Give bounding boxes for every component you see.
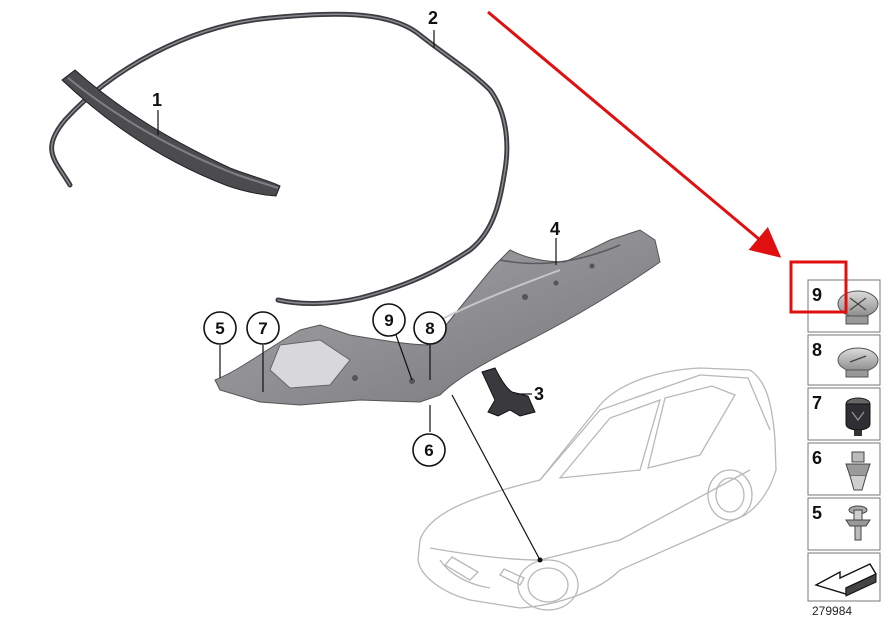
highlight-box (789, 260, 848, 314)
callout-3: 3 (534, 384, 544, 404)
attach-point (537, 557, 543, 563)
svg-text:6: 6 (812, 448, 822, 468)
side-cell-7: 7 (807, 387, 881, 441)
svg-text:7: 7 (258, 319, 267, 338)
svg-text:8: 8 (425, 319, 434, 338)
callout-4: 4 (550, 219, 560, 239)
svg-text:9: 9 (384, 311, 393, 330)
side-cell-location (807, 552, 881, 602)
side-cell-8: 8 (807, 334, 881, 386)
svg-text:7: 7 (812, 393, 822, 413)
highlight-arrow (487, 10, 782, 258)
svg-text:6: 6 (424, 441, 433, 460)
side-cell-9: 9 (807, 279, 881, 333)
callout-1: 1 (152, 90, 162, 110)
seal-part-1 (61, 69, 281, 197)
callout-5: 5 (203, 311, 237, 345)
bracket-part-3 (481, 367, 536, 417)
side-cell-5: 5 (807, 497, 881, 551)
svg-text:5: 5 (215, 319, 224, 338)
car-outline (417, 367, 777, 611)
seal-part-2 (49, 11, 510, 306)
fastener-side-panel: 9 8 7 6 (789, 260, 881, 602)
svg-text:5: 5 (812, 503, 822, 523)
trim-panel-part-4 (214, 229, 661, 406)
svg-text:9: 9 (812, 285, 822, 305)
side-cell-6: 6 (807, 442, 881, 496)
callout-7: 7 (246, 311, 280, 345)
leader-lines (157, 30, 557, 561)
callout-8: 8 (413, 311, 447, 345)
callout-2: 2 (428, 8, 438, 28)
reference-number: 279984 (812, 604, 853, 618)
svg-text:8: 8 (812, 340, 822, 360)
callout-6: 6 (412, 433, 446, 467)
callout-9: 9 (372, 303, 406, 337)
